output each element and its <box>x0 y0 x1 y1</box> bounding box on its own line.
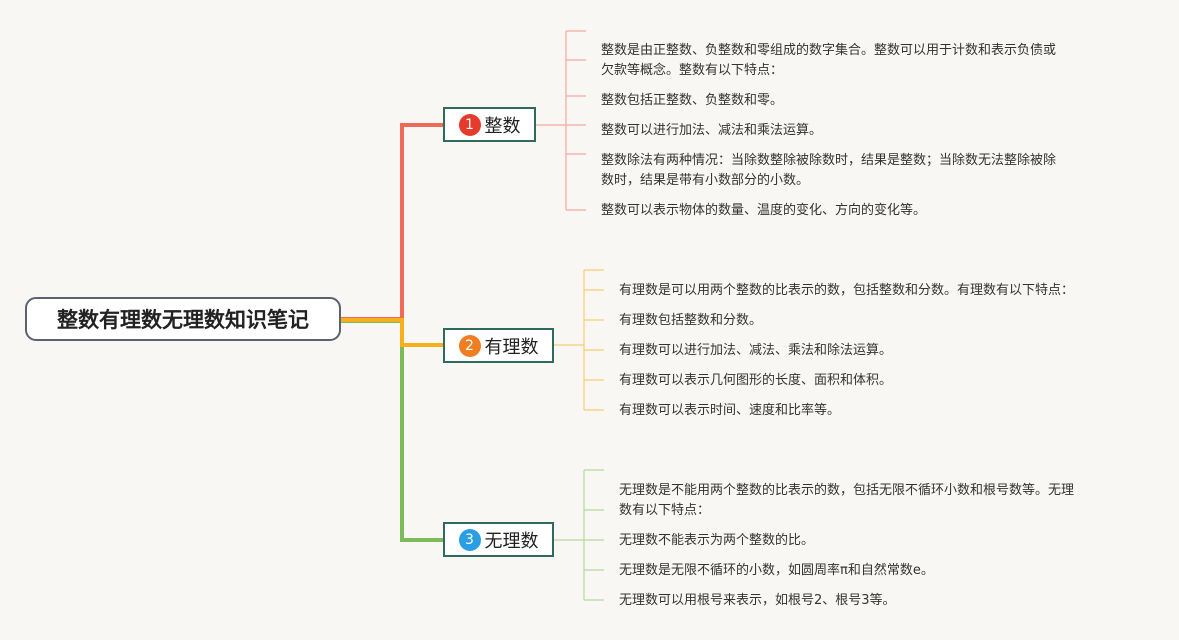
leaf-item: 整数是由正整数、负整数和零组成的数字集合。整数可以用于计数和表示负债或 <box>601 43 1057 58</box>
number-badge-1: 1 <box>458 113 481 136</box>
leaf-item: 无理数是不能用两个整数的比表示的数，包括无限不循环小数和根号数等。无理 <box>619 483 1075 498</box>
branch-rational-numbers[interactable]: 2 有理数 <box>443 328 554 363</box>
number-badge-2: 2 <box>458 334 481 357</box>
branch-integers[interactable]: 1 整数 <box>443 107 536 142</box>
connector-root-to-branch-1 <box>341 123 443 321</box>
branch-label: 无理数 <box>484 530 539 552</box>
leaf-item: 无理数不能表示为两个整数的比。 <box>619 533 815 548</box>
leaf-item: 有理数是可以用两个整数的比表示的数，包括整数和分数。有理数有以下特点： <box>619 283 1075 298</box>
branch-label: 整数 <box>484 115 521 137</box>
leaf-item: 欠款等概念。整数有以下特点： <box>601 63 784 78</box>
leaf-item: 有理数包括整数和分数。 <box>619 313 763 328</box>
leaf-item: 有理数可以表示几何图形的长度、面积和体积。 <box>619 373 893 388</box>
leaf-item: 无理数可以用根号来表示，如根号2、根号3等。 <box>619 593 896 608</box>
leaf-item: 整数可以表示物体的数量、温度的变化、方向的变化等。 <box>601 203 927 218</box>
leaf-item: 整数可以进行加法、减法和乘法运算。 <box>601 123 823 138</box>
leaf-bracket-2 <box>554 269 604 411</box>
leaf-item: 整数除法有两种情况：当除数整除被除数时，结果是整数；当除数无法整除被除 <box>601 153 1057 168</box>
leaf-bracket-3 <box>554 469 604 601</box>
leaf-item: 有理数可以进行加法、减法、乘法和除法运算。 <box>619 343 893 358</box>
leaf-item: 无理数是无限不循环的小数，如圆周率π和自然常数e。 <box>619 563 934 578</box>
leaf-item: 数时，结果是带有小数部分的小数。 <box>601 173 810 188</box>
leaf-bracket-1 <box>536 30 586 211</box>
number-badge-3: 3 <box>458 528 481 551</box>
branch-irrational-numbers[interactable]: 3 无理数 <box>443 522 554 557</box>
root-topic[interactable]: 整数有理数无理数知识笔记 <box>25 297 341 341</box>
leaf-item: 整数包括正整数、负整数和零。 <box>601 93 784 108</box>
connector-root-to-branch-3 <box>341 319 443 542</box>
leaf-item: 数有以下特点： <box>619 503 711 518</box>
connector-root-to-branch-2 <box>341 318 443 347</box>
branch-label: 有理数 <box>484 336 539 358</box>
leaf-item: 有理数可以表示时间、速度和比率等。 <box>619 403 841 418</box>
